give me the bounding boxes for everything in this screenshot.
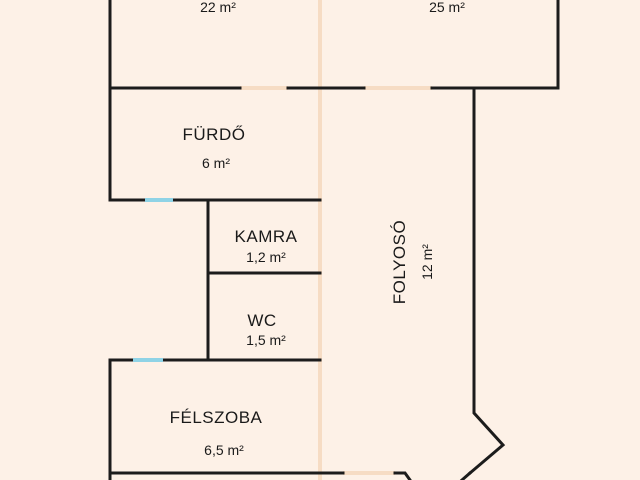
room-name-felszoba: FÉLSZOBA — [170, 408, 263, 427]
room-area-kamra: 1,2 m² — [246, 249, 286, 265]
room-area-folyoso: 12 m² — [419, 244, 435, 280]
room-name-folyoso: FOLYOSÓ — [390, 220, 409, 304]
corridor-area-group: 12 m² — [419, 244, 435, 280]
wall-top-right-room — [472, 0, 560, 90]
room-name-wc: WC — [247, 311, 276, 330]
windows — [133, 198, 173, 362]
room-name-furdo: FÜRDŐ — [183, 125, 246, 144]
room-area-top-right: 25 m² — [429, 0, 465, 15]
wall-furdo — [108, 86, 147, 202]
door-openings — [240, 0, 432, 480]
wall-bottom-right-edge — [459, 470, 473, 480]
wall-corridor-bottom-right — [393, 471, 412, 480]
wall-corridor-right — [467, 86, 506, 476]
room-area-felszoba: 6,5 m² — [204, 442, 244, 458]
corridor-label-group: FOLYOSÓ — [390, 220, 409, 304]
room-area-furdo: 6 m² — [202, 155, 230, 171]
walls — [108, 0, 560, 480]
room-area-wc: 1,5 m² — [246, 332, 286, 348]
room-name-kamra: KAMRA — [235, 227, 298, 246]
room-area-top-left: 22 m² — [200, 0, 236, 15]
